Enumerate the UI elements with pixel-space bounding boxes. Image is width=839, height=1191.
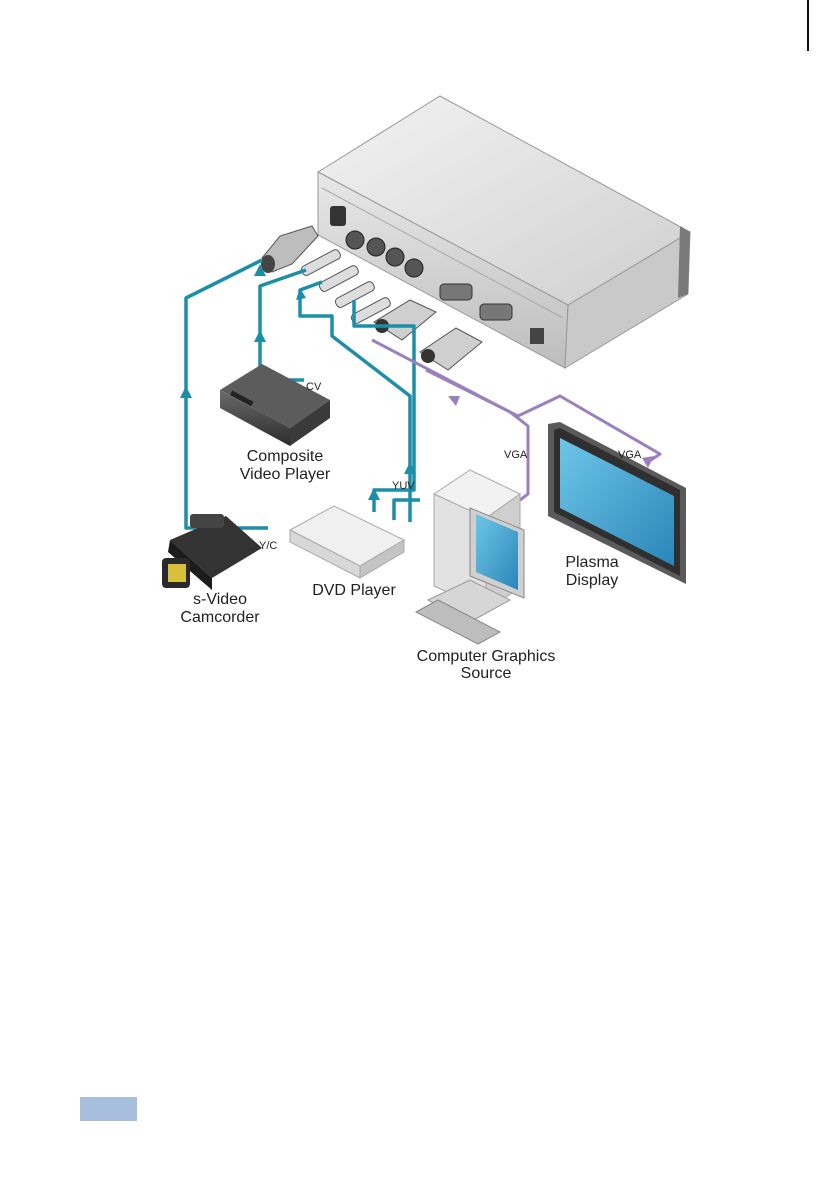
camcorder-icon — [162, 514, 262, 590]
cv-label: CV — [306, 381, 322, 393]
plasma-display-label: Display — [566, 572, 618, 589]
plasma-display-label: Plasma — [565, 554, 618, 571]
computer-icon — [416, 470, 524, 644]
composite-video-player-icon — [220, 364, 330, 446]
vga-label-computer: VGA — [504, 449, 528, 461]
page-number-tab — [80, 1097, 137, 1121]
computer-graphics-source-label: Computer Graphics — [417, 648, 556, 665]
power-jack — [530, 328, 544, 344]
composite-video-player-label: Video Player — [240, 466, 331, 483]
db15-port — [440, 284, 472, 300]
dvd-player-icon — [290, 506, 404, 578]
bnc-connector — [405, 259, 423, 277]
camcorder-label: Camcorder — [180, 609, 260, 626]
yc-label: Y/C — [259, 540, 277, 552]
camcorder-label: s-Video — [193, 591, 247, 608]
yuv-label: YUV — [392, 480, 415, 492]
bnc-connector — [367, 238, 385, 256]
composite-video-player-label: Composite — [247, 448, 324, 465]
bnc-connector — [346, 231, 364, 249]
db15-port — [480, 304, 512, 320]
dvd-player-label: DVD Player — [312, 582, 396, 599]
bnc-connector — [386, 248, 404, 266]
vga-label-display: VGA — [618, 449, 642, 461]
yc-input-connector — [330, 206, 346, 226]
computer-graphics-source-label: Source — [461, 665, 512, 682]
